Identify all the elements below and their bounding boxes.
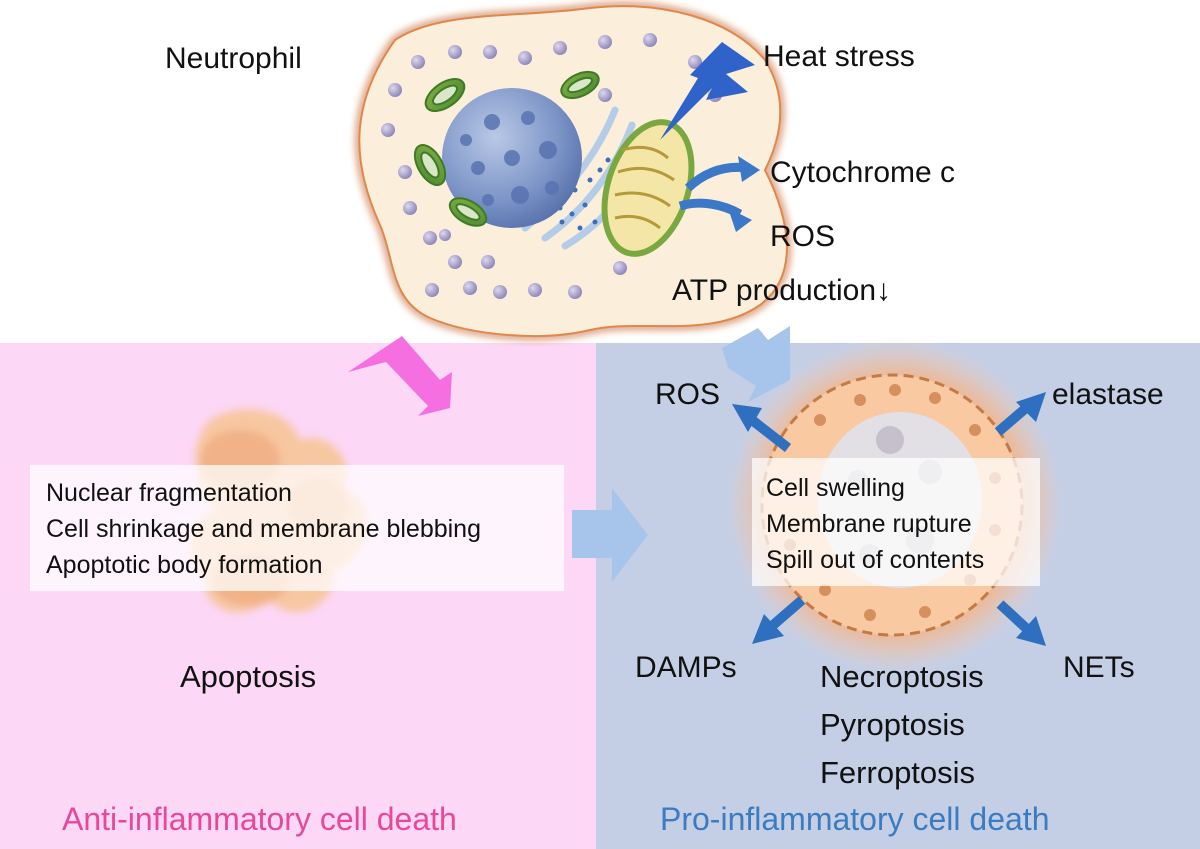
lightning-bolt-icon <box>660 42 755 140</box>
feature-cell-swelling: Cell swelling <box>766 474 905 502</box>
neutrophil-cell <box>356 3 790 339</box>
arrow-apoptosis-to-necrosis <box>572 488 648 582</box>
ros-release-label: ROS <box>655 378 721 411</box>
necroptosis-label: Necroptosis <box>820 659 984 694</box>
elastase-label: elastase <box>1052 378 1164 411</box>
feature-spill-contents: Spill out of contents <box>766 546 985 574</box>
nucleus <box>442 88 582 228</box>
ferroptosis-label: Ferroptosis <box>820 755 976 790</box>
heat-stress-label: Heat stress <box>763 40 915 73</box>
pyroptosis-label: Pyroptosis <box>820 707 965 742</box>
apoptosis-label: Apoptosis <box>180 659 317 694</box>
feature-apoptotic-body: Apoptotic body formation <box>46 551 323 579</box>
apoptosis-features-box: Nuclear fragmentation Cell shrinkage and… <box>30 465 564 591</box>
damps-label: DAMPs <box>635 651 737 684</box>
pro-inflammatory-label: Pro-inflammatory cell death <box>660 801 1050 837</box>
nets-label: NETs <box>1063 651 1135 684</box>
atp-production-label: ATP production↓ <box>672 274 892 307</box>
arrow-to-apoptosis <box>348 336 452 416</box>
feature-cell-shrinkage: Cell shrinkage and membrane blebbing <box>46 515 481 543</box>
anti-inflammatory-label: Anti-inflammatory cell death <box>62 801 457 837</box>
small-mitochondria <box>413 70 600 227</box>
feature-nuclear-fragmentation: Nuclear fragmentation <box>46 479 292 507</box>
cytochrome-c-label: Cytochrome c <box>770 156 956 189</box>
release-arrows <box>732 392 1046 646</box>
necrosis-features-box: Cell swelling Membrane rupture Spill out… <box>752 458 1040 586</box>
feature-membrane-rupture: Membrane rupture <box>766 510 972 538</box>
neutrophil-label: Neutrophil <box>165 42 302 75</box>
ros-mito-label: ROS <box>770 220 836 253</box>
arrow-to-necrosis <box>722 326 790 402</box>
